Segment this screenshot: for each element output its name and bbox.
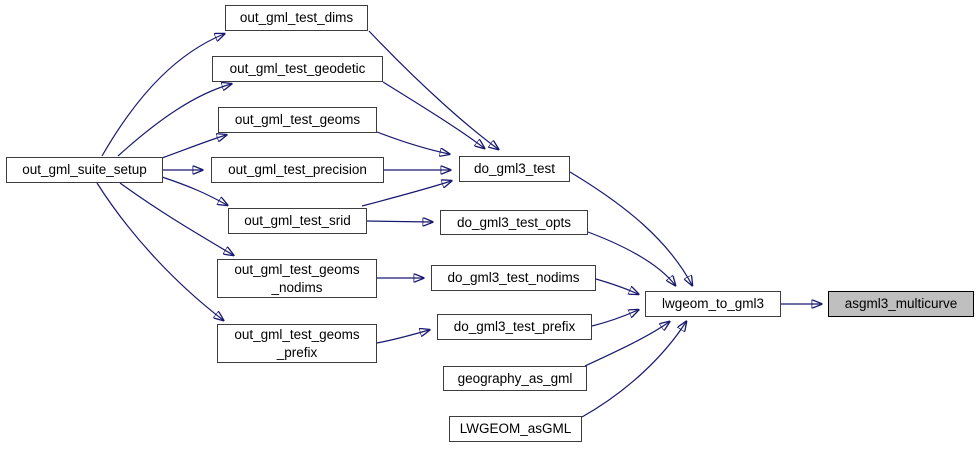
node-asgml3_multicurve: asgml3_multicurve	[828, 291, 974, 317]
edge-do_gml3_test_opts-lwgeom_to_gml3	[587, 231, 675, 285]
edge-out_gml_suite_setup-out_gml_test_geodetic	[117, 84, 231, 157]
node-label: do_gml3_test	[473, 161, 556, 177]
node-label: out_gml_test_precision	[228, 162, 367, 178]
node-label: LWGEOM_asGML	[459, 421, 572, 437]
node-label: out_gml_test_geoms _nodims	[234, 261, 360, 295]
node-do_gml3_test_opts[interactable]: do_gml3_test_opts	[440, 210, 588, 235]
node-label: out_gml_test_dims	[239, 10, 354, 26]
edge-do_gml3_test-lwgeom_to_gml3	[569, 171, 692, 285]
node-out_gml_test_dims[interactable]: out_gml_test_dims	[225, 5, 368, 31]
node-out_gml_test_geoms[interactable]: out_gml_test_geoms	[218, 107, 377, 133]
node-do_gml3_test_prefix[interactable]: do_gml3_test_prefix	[437, 314, 592, 340]
edge-out_gml_suite_setup-out_gml_test_dims	[101, 34, 224, 157]
node-LWGEOM_asGML[interactable]: LWGEOM_asGML	[449, 416, 582, 442]
edge-out_gml_test_geoms-do_gml3_test	[376, 131, 449, 154]
edge-geography_as_gml-lwgeom_to_gml3	[584, 322, 669, 367]
edge-out_gml_suite_setup-out_gml_test_geoms_prefix	[96, 182, 223, 320]
node-out_gml_suite_setup[interactable]: out_gml_suite_setup	[6, 157, 163, 183]
node-out_gml_test_geoms_nodims[interactable]: out_gml_test_geoms _nodims	[217, 259, 377, 298]
node-out_gml_test_precision[interactable]: out_gml_test_precision	[211, 157, 384, 183]
node-out_gml_test_geodetic[interactable]: out_gml_test_geodetic	[212, 56, 383, 82]
edge-do_gml3_test_prefix-lwgeom_to_gml3	[591, 310, 638, 327]
node-do_gml3_test[interactable]: do_gml3_test	[459, 156, 570, 182]
node-label: out_gml_suite_setup	[22, 162, 147, 178]
edge-out_gml_suite_setup-out_gml_test_geoms	[161, 135, 226, 159]
node-label: geography_as_gml	[457, 370, 573, 386]
node-label: do_gml3_test_nodims	[447, 270, 580, 286]
node-label: out_gml_test_geoms	[234, 112, 361, 128]
node-out_gml_test_geoms_prefix[interactable]: out_gml_test_geoms _prefix	[217, 324, 377, 363]
edge-out_gml_test_geoms_prefix-do_gml3_test_prefix	[376, 330, 429, 344]
node-label: asgml3_multicurve	[844, 296, 958, 312]
edge-out_gml_suite_setup-out_gml_test_srid	[161, 176, 227, 205]
node-label: do_gml3_test_opts	[456, 214, 572, 230]
edge-LWGEOM_asGML-lwgeom_to_gml3	[581, 322, 686, 418]
node-label: out_gml_test_geodetic	[229, 61, 366, 77]
node-out_gml_test_srid[interactable]: out_gml_test_srid	[228, 208, 367, 234]
node-geography_as_gml[interactable]: geography_as_gml	[443, 366, 587, 391]
node-do_gml3_test_nodims[interactable]: do_gml3_test_nodims	[431, 265, 596, 291]
edge-out_gml_test_geodetic-do_gml3_test	[382, 81, 484, 148]
edge-do_gml3_test_nodims-lwgeom_to_gml3	[595, 278, 638, 294]
edge-out_gml_test_srid-do_gml3_test_opts	[366, 221, 432, 222]
edge-out_gml_test_srid-do_gml3_test	[361, 181, 451, 207]
node-lwgeom_to_gml3[interactable]: lwgeom_to_gml3	[645, 291, 781, 317]
node-label: lwgeom_to_gml3	[661, 296, 765, 312]
edge-out_gml_test_dims-do_gml3_test	[368, 30, 498, 149]
edge-out_gml_suite_setup-out_gml_test_geoms_nodims	[119, 182, 233, 255]
node-label: out_gml_test_geoms _prefix	[234, 326, 360, 360]
node-label: out_gml_test_srid	[244, 213, 351, 229]
node-label: do_gml3_test_prefix	[453, 319, 576, 335]
